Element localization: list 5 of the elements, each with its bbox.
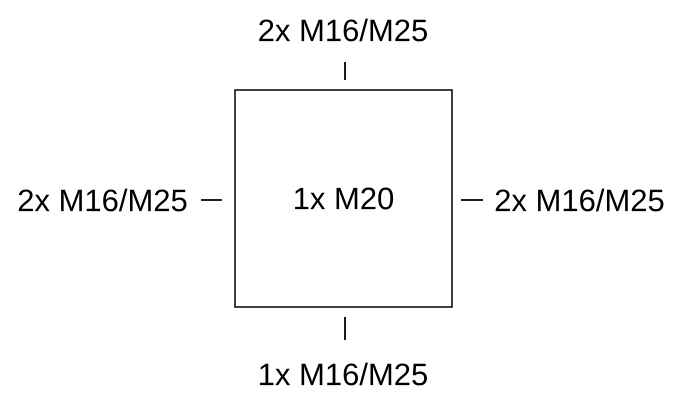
entry-label: 2x M16/M25 <box>18 188 186 212</box>
entry-label: 1x M16/M25 <box>260 362 427 386</box>
box: 1x M20 <box>234 89 453 308</box>
entry-label: 2x M16/M25 <box>259 18 427 42</box>
entry-label: 2x M16/M25 <box>496 188 664 212</box>
